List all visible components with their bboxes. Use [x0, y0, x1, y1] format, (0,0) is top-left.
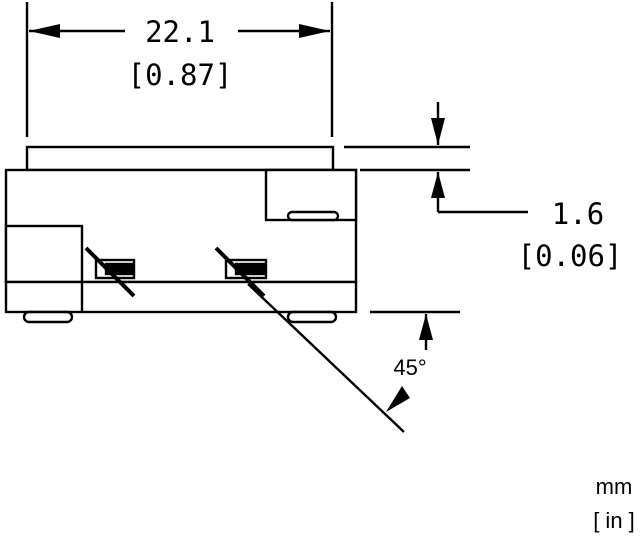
- thickness-mm-label: 1.6: [552, 197, 604, 231]
- upper-right-pad: [286, 210, 340, 222]
- width-arrow-right: [299, 24, 330, 38]
- thickness-arrow-bottom: [431, 172, 445, 198]
- angle-arrow-diagonal: [386, 386, 410, 412]
- foot-right: [286, 310, 338, 324]
- thickness-in-label: [0.06]: [518, 239, 623, 273]
- width-dimension: [25, 2, 334, 137]
- width-in-label: [0.87]: [128, 58, 233, 92]
- base-strip: [4, 280, 358, 314]
- angle-extension-line: [247, 283, 405, 433]
- top-plate: [25, 145, 335, 172]
- contact-blade-left: [84, 246, 136, 298]
- contact-blade-right: [214, 246, 266, 298]
- foot-left: [22, 310, 74, 324]
- component-body: [4, 145, 358, 324]
- angle-dimension: [247, 283, 460, 433]
- units-primary-label: mm: [596, 474, 633, 499]
- width-mm-label: 22.1: [145, 15, 215, 49]
- left-block: [4, 224, 84, 284]
- width-arrow-left: [29, 24, 60, 38]
- thickness-dimension: [344, 102, 528, 214]
- units-secondary-label: [ in ]: [593, 508, 635, 533]
- angle-label: 45°: [393, 355, 426, 380]
- angle-arrow-up: [419, 314, 433, 340]
- thickness-arrow-top: [431, 118, 445, 145]
- contacts: [84, 246, 268, 298]
